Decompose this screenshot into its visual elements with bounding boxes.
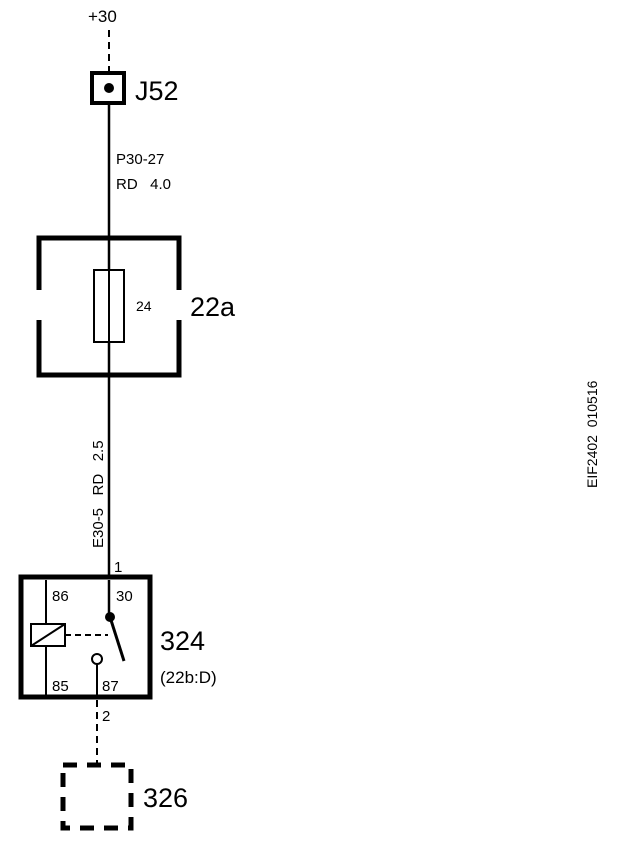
connector-j52-dot [104,83,114,93]
fuse-number: 24 [136,298,152,314]
drawing-id: EIF2402 010516 [584,380,600,488]
component-326-box [60,762,134,831]
fuse-box-22a: 24 22a [36,235,236,378]
relay-terminal-86: 86 [52,588,69,605]
relay-switch-arm [108,616,126,662]
relay-terminal-85: 85 [52,678,69,695]
fuse-box-outline [36,235,182,378]
connector-j52-label: J52 [135,76,179,106]
wire-upper-code: P30-27 [116,151,164,168]
wire-upper-color-size: RD 4.0 [116,176,171,193]
relay-box [18,574,153,700]
relay-contact-87 [91,653,103,665]
component-326: 326 [60,762,188,831]
relay-324: 86 30 85 87 324 (22b:D) [18,574,217,700]
fuse-box-label: 22a [190,292,236,322]
relay-terminal-87: 87 [102,678,119,695]
relay-reference: (22b:D) [160,668,217,687]
relay-terminal-30: 30 [116,588,133,605]
supply-label: +30 [88,7,117,26]
connector-j52: J52 [90,71,179,106]
relay-label: 324 [160,626,205,656]
relay-pin-bottom: 2 [102,708,110,725]
relay-coil-diagonal [30,623,66,647]
wire-middle-label: E30-5 RD 2.5 [90,440,107,548]
relay-pin-top: 1 [114,559,122,576]
component-326-label: 326 [143,783,188,813]
